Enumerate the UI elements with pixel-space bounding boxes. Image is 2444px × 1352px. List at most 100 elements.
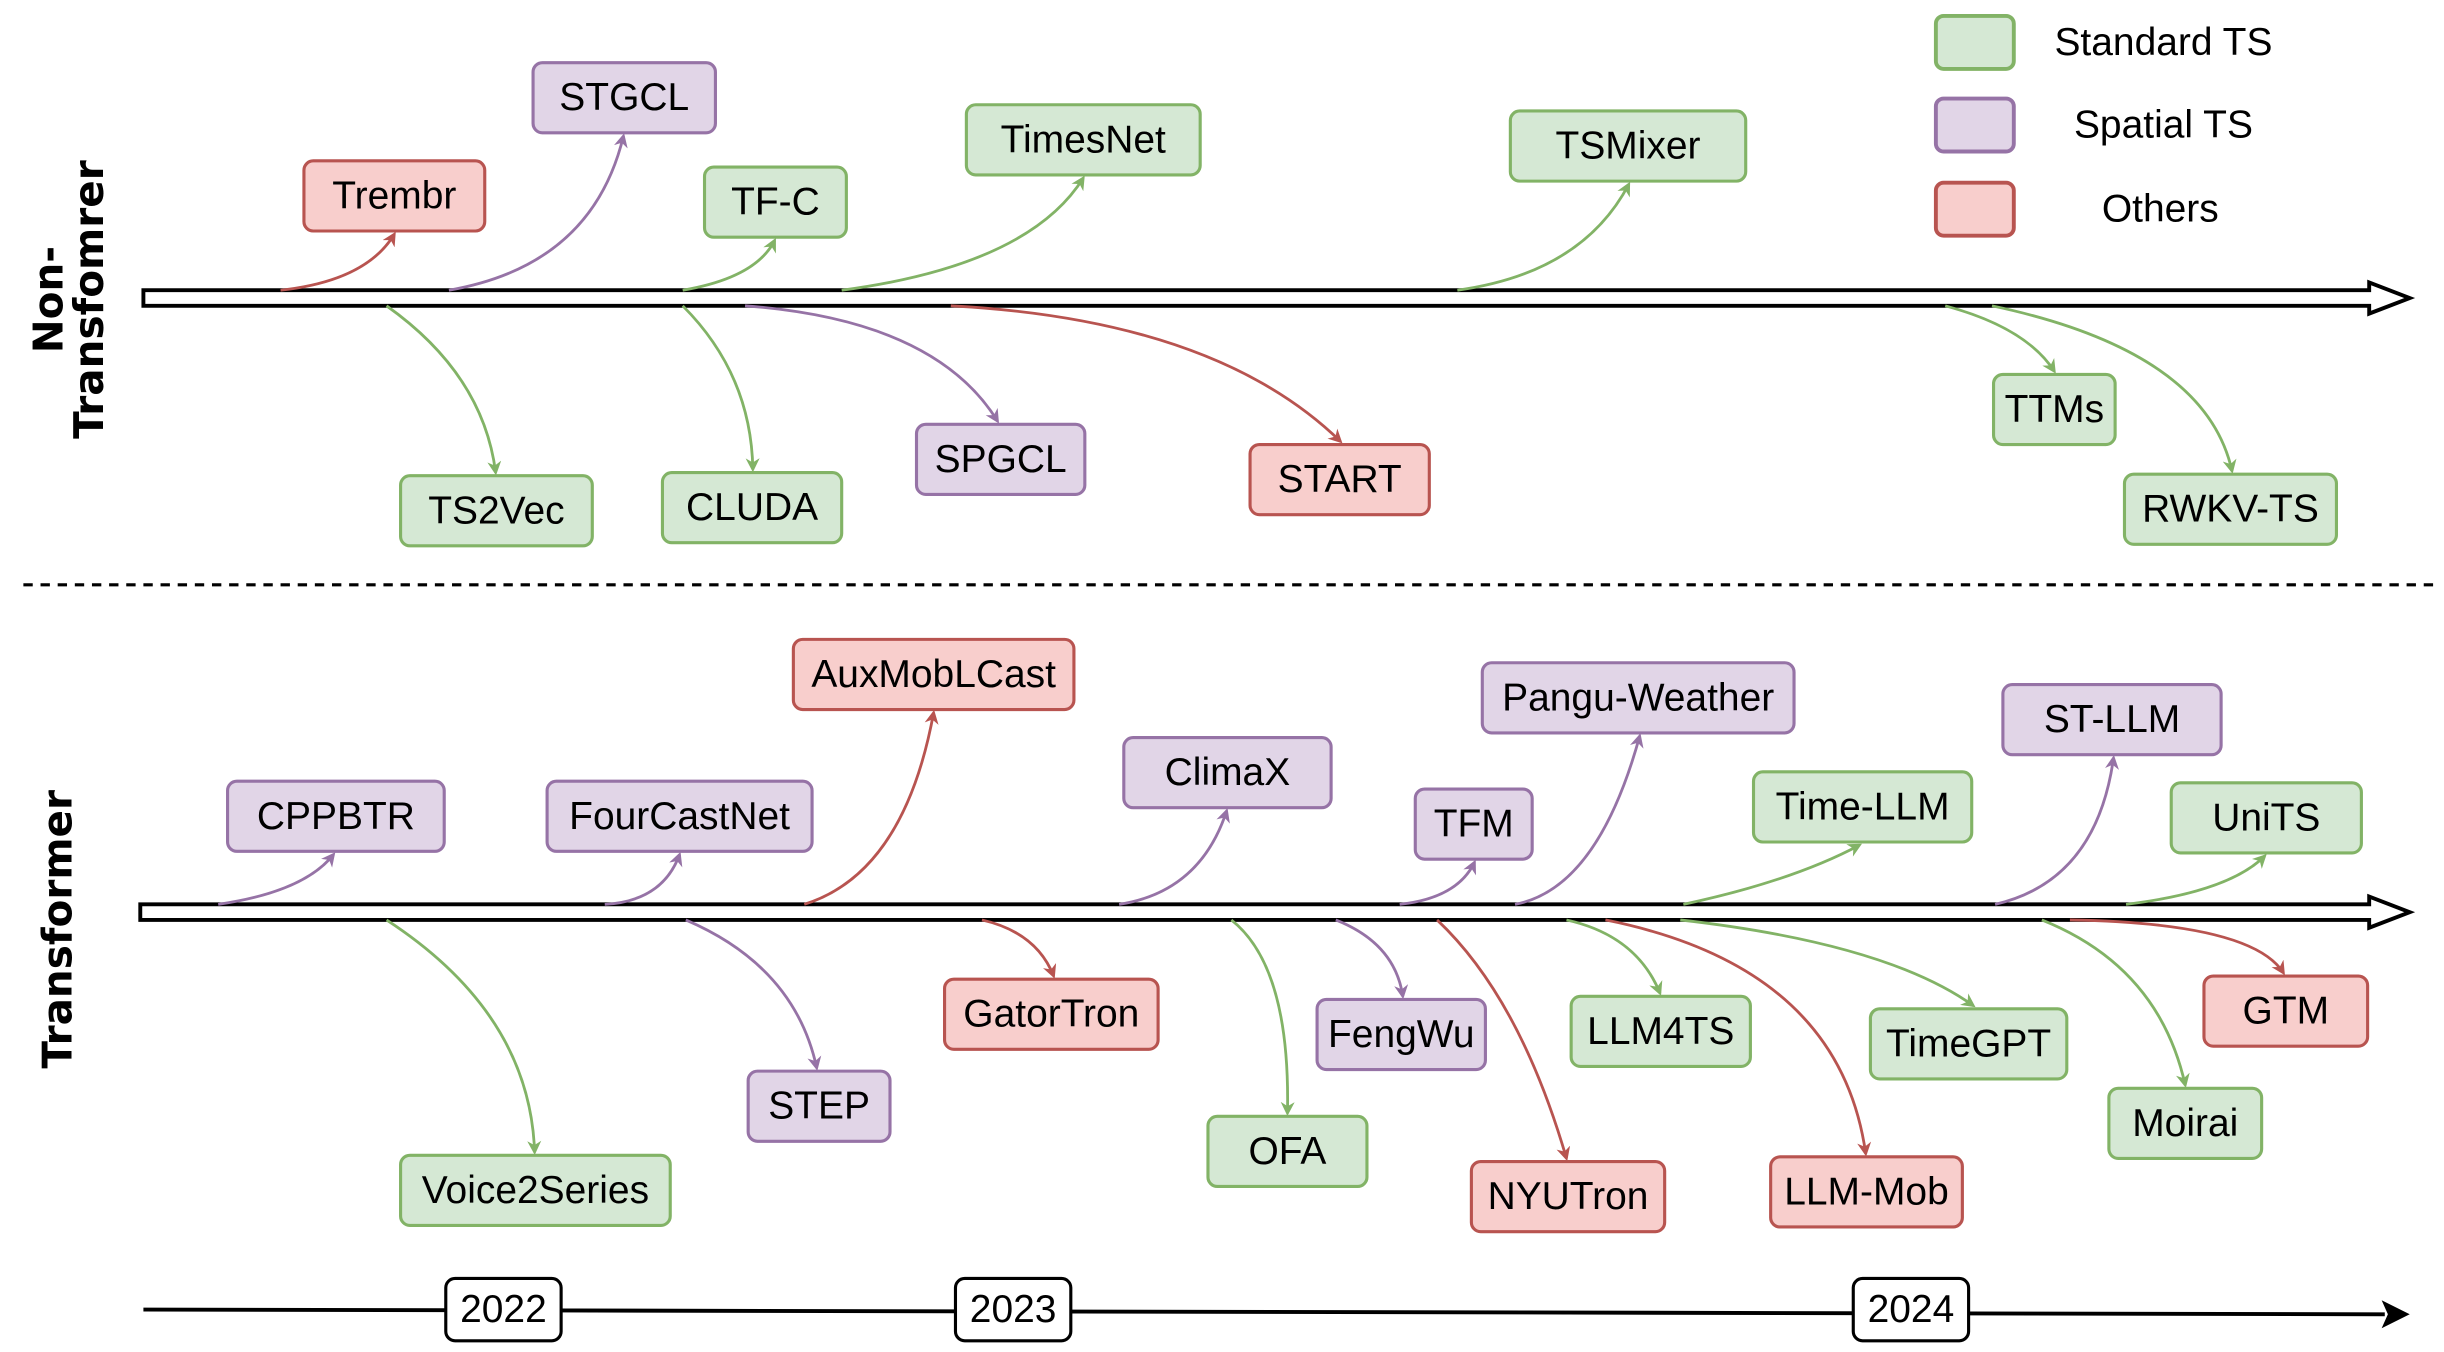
- model-box-background: [1480, 661, 1796, 735]
- year-marker-2023: 2023: [953, 1276, 1073, 1343]
- connector-fourcastnet: [604, 851, 683, 906]
- model-box-llm-mob: LLM-Mob: [1769, 1155, 1964, 1229]
- connector-ts2vec: [385, 304, 502, 476]
- model-box-stgcl: STGCL: [531, 61, 717, 135]
- model-name: TS2Vec: [428, 489, 564, 532]
- year-marker-box: [953, 1276, 1073, 1343]
- year-label: 2023: [970, 1288, 1057, 1331]
- connector-rwkv-ts: [1991, 304, 2237, 474]
- model-box-background: [1413, 787, 1534, 861]
- model-name: RWKV-TS: [2142, 488, 2319, 531]
- connector-ttms: [1944, 304, 2056, 374]
- model-name: Voice2Series: [422, 1169, 649, 1212]
- model-name: TFM: [1434, 803, 1514, 846]
- connector-time-llm: [1683, 843, 1862, 906]
- model-box-time-llm: Time-LLM: [1751, 770, 1974, 844]
- model-box-background: [746, 1069, 892, 1143]
- model-box-background: [2169, 781, 2363, 855]
- legend-swatch: [1933, 96, 2016, 154]
- row-label-non-transformer-line1: Non-: [24, 246, 72, 353]
- year-marker-box: [444, 1276, 563, 1343]
- connector-tfm: [1399, 859, 1476, 906]
- connector-cluda: [681, 304, 760, 473]
- model-name: UniTS: [2212, 796, 2320, 839]
- year-label: 2024: [1868, 1288, 1955, 1331]
- year-label: 2022: [460, 1288, 547, 1331]
- connector-nyutron: [1436, 918, 1571, 1162]
- model-name: Trembr: [332, 174, 456, 217]
- connector-tsmixer: [1457, 181, 1631, 292]
- model-box-timegpt: TimeGPT: [1868, 1007, 2069, 1081]
- connector-step: [685, 918, 822, 1071]
- model-box-tf-c: TF-C: [702, 165, 848, 239]
- connector-gatortron: [981, 918, 1057, 979]
- model-box-background: [942, 977, 1160, 1051]
- model-name: Pangu-Weather: [1502, 676, 1774, 719]
- model-box-background: [2107, 1086, 2264, 1160]
- model-box-ttms: TTMs: [1991, 372, 2117, 447]
- model-name: FengWu: [1328, 1013, 1475, 1056]
- model-name: LLM4TS: [1587, 1010, 1734, 1053]
- model-box-background: [1206, 1114, 1369, 1189]
- model-box-rwkv-ts: RWKV-TS: [2122, 472, 2339, 546]
- row-label-transformer: Transformer: [34, 790, 82, 1069]
- connector-gtm: [2069, 918, 2285, 976]
- model-name: ST-LLM: [2044, 698, 2180, 741]
- model-box-timesnet: TimesNet: [964, 103, 1202, 177]
- connector-ofa: [1230, 918, 1295, 1117]
- model-box-trembr: Trembr: [302, 159, 487, 233]
- model-box-cppbtr: CPPBTR: [226, 779, 446, 853]
- model-box-climax: ClimaX: [1122, 736, 1333, 810]
- model-name: ClimaX: [1165, 751, 1291, 794]
- model-box-fengwu: FengWu: [1315, 997, 1487, 1072]
- model-box-background: [702, 165, 848, 239]
- model-box-background: [1469, 1159, 1667, 1234]
- model-box-background: [1868, 1007, 2069, 1081]
- model-box-step: STEP: [746, 1069, 892, 1143]
- model-box-pangu-weather: Pangu-Weather: [1480, 661, 1796, 735]
- connector-tf-c: [682, 237, 776, 292]
- model-name: AuxMobLCast: [811, 653, 1056, 696]
- connector-timesnet: [841, 175, 1085, 292]
- model-box-background: [399, 474, 594, 548]
- model-name: START: [1278, 458, 1402, 501]
- model-box-llm4ts: LLM4TS: [1569, 994, 1752, 1069]
- model-box-background: [302, 159, 487, 233]
- connector-auxmoblcast: [803, 709, 939, 906]
- connector-climax: [1118, 808, 1230, 906]
- connector-spgcl: [744, 304, 1000, 424]
- connector-voice2series: [385, 918, 542, 1155]
- model-name: TTMs: [2005, 388, 2105, 431]
- model-name: STEP: [768, 1085, 870, 1128]
- connector-timegpt: [1680, 918, 1976, 1008]
- connector-moirai: [2041, 918, 2190, 1088]
- model-name: SPGCL: [935, 438, 1067, 481]
- model-box-cluda: CLUDA: [660, 471, 844, 545]
- model-box-background: [545, 779, 814, 853]
- model-name: TimeGPT: [1886, 1022, 2051, 1065]
- model-name: FourCastNet: [569, 795, 790, 838]
- model-name: CLUDA: [686, 486, 818, 529]
- legend-item-others: Others: [1933, 180, 2219, 238]
- model-box-background: [399, 1153, 672, 1227]
- model-name: LLM-Mob: [1784, 1170, 1949, 1213]
- model-name: TSMixer: [1556, 125, 1701, 168]
- non-transformer-timeline-arrow: [141, 279, 2416, 317]
- model-box-tfm: TFM: [1413, 787, 1534, 861]
- model-box-spgcl: SPGCL: [914, 422, 1087, 496]
- model-name: Moirai: [2132, 1102, 2238, 1145]
- model-box-units: UniTS: [2169, 781, 2363, 855]
- model-box-start: START: [1248, 442, 1431, 517]
- model-box-background: [226, 779, 446, 853]
- model-box-background: [531, 61, 717, 135]
- year-axis-arrowhead: [2381, 1300, 2410, 1329]
- model-box-fourcastnet: FourCastNet: [545, 779, 814, 853]
- model-name: CPPBTR: [257, 795, 415, 838]
- legend-item-spatial-ts: Spatial TS: [1933, 96, 2253, 154]
- model-name: OFA: [1248, 1130, 1326, 1173]
- model-box-gtm: GTM: [2202, 974, 2370, 1048]
- model-box-moirai: Moirai: [2107, 1086, 2264, 1160]
- model-box-background: [1769, 1155, 1964, 1229]
- model-name: GTM: [2243, 990, 2330, 1033]
